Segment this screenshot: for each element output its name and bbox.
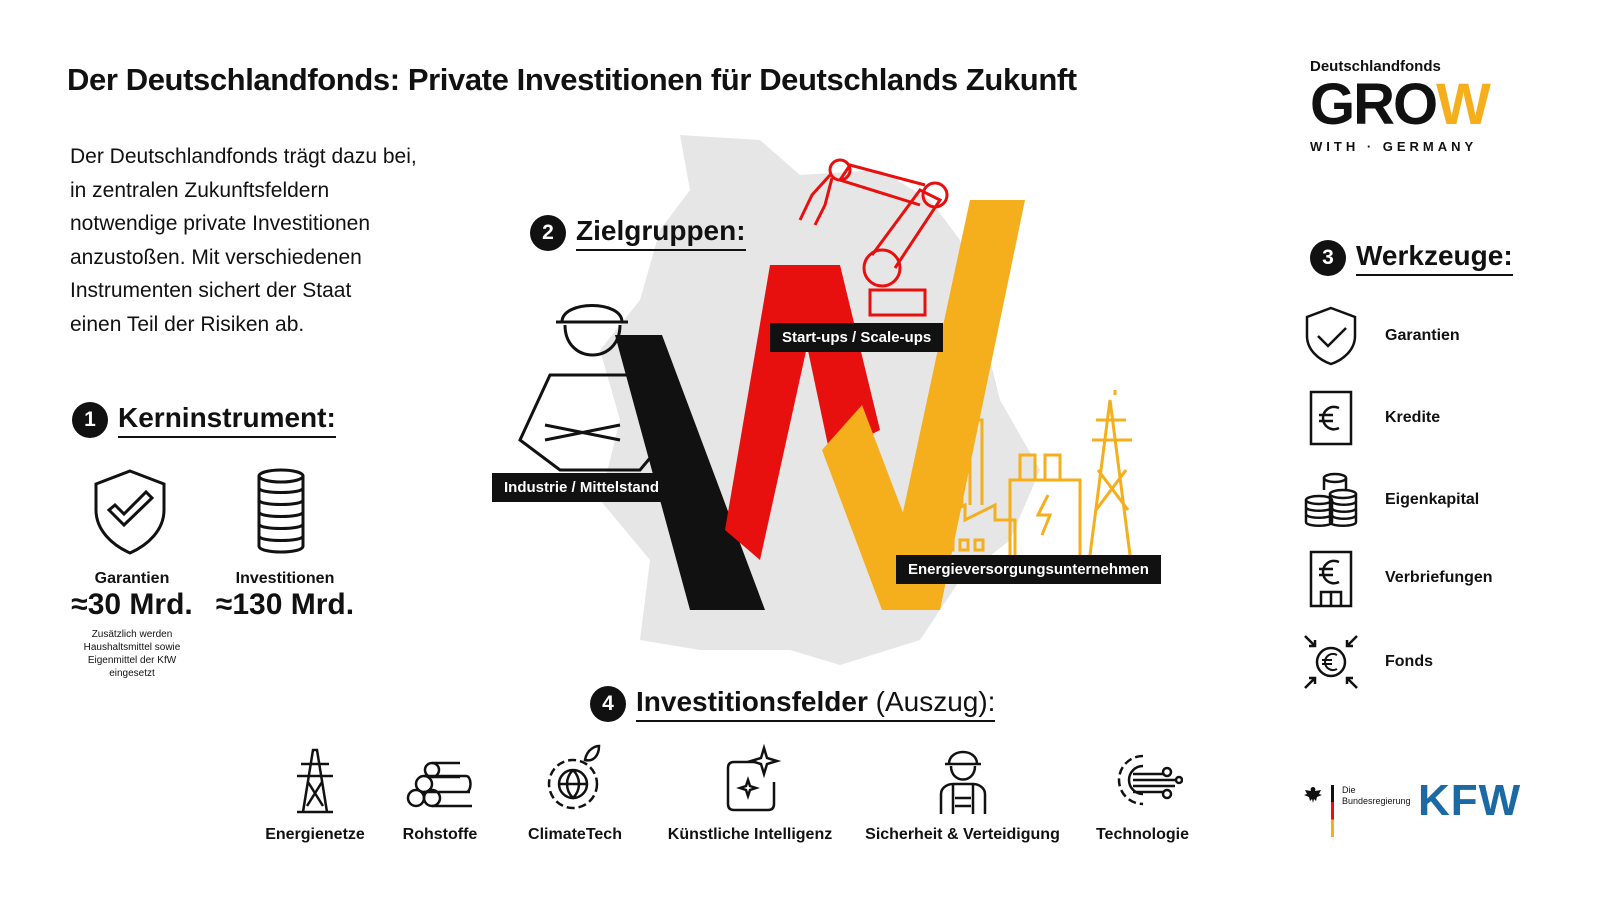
- tool-eigenkapital: Eigenkapital: [1303, 470, 1479, 530]
- securities-icon: [1309, 550, 1353, 608]
- tool-verbriefungen: Verbriefungen: [1303, 548, 1493, 608]
- logo-top: Deutschlandfonds: [1310, 58, 1441, 75]
- shield-check-icon: [1305, 306, 1357, 366]
- w-gold-up-stroke: [882, 200, 1025, 610]
- section-title: Zielgruppen:: [576, 215, 746, 251]
- field-rohstoffe: Rohstoffe: [385, 742, 495, 844]
- section-werkzeuge: 3 Werkzeuge:: [1310, 240, 1513, 276]
- eagle-icon: [1304, 787, 1322, 803]
- field-sicherheit: Sicherheit & Verteidigung: [855, 742, 1070, 844]
- tool-label: Eigenkapital: [1385, 491, 1480, 508]
- ai-sparkle-icon: [726, 743, 782, 812]
- power-pylon-icon: [297, 748, 333, 814]
- tool-label: Fonds: [1385, 653, 1433, 670]
- section-number: 2: [530, 215, 566, 251]
- tech-gear-icon: [1117, 754, 1183, 806]
- section-title: Werkzeuge:: [1356, 240, 1513, 276]
- field-ki: Künstliche Intelligenz: [655, 742, 845, 844]
- field-label: Sicherheit & Verteidigung: [865, 826, 1060, 843]
- field-technologie: Technologie: [1085, 742, 1200, 844]
- intro-line: Der Deutschlandfonds trägt dazu bei,: [70, 145, 417, 168]
- section-title: Kerninstrument:: [118, 402, 336, 438]
- intro-line: notwendige private Investitionen: [70, 212, 371, 235]
- intro-line: anzustoßen. Mit verschiedenen: [70, 245, 362, 269]
- tool-fonds: Fonds: [1303, 632, 1433, 692]
- tool-kredite: Kredite: [1303, 388, 1440, 448]
- tool-label: Verbriefungen: [1385, 569, 1493, 586]
- energy-plant-icon: [933, 390, 1132, 556]
- field-label: Künstliche Intelligenz: [667, 826, 833, 843]
- section-zielgruppen: 2 Zielgruppen:: [530, 215, 746, 251]
- kern-label: Investitionen: [235, 570, 335, 587]
- section-number: 4: [590, 686, 626, 722]
- kern-value: ≈30 Mrd.: [71, 588, 193, 621]
- field-label: Rohstoffe: [402, 826, 478, 843]
- kern-note: Zusätzlich werden Haushaltsmittel sowie …: [83, 629, 181, 679]
- tool-garantien: Garantien: [1303, 306, 1460, 366]
- target-group-tag: Energieversorgungsunternehmen: [896, 555, 1161, 584]
- intro-line: in zentralen Zukunftsfeldern: [70, 178, 330, 202]
- intro-text: Der Deutschlandfonds trägt dazu bei, in …: [70, 140, 540, 341]
- robot-arm-icon: [798, 158, 949, 317]
- soldier-icon: [939, 750, 986, 814]
- intro-line: einen Teil der Risiken ab.: [70, 312, 305, 336]
- section-number: 3: [1310, 240, 1346, 276]
- kern-label: Garantien: [94, 570, 170, 587]
- section-title: Investitionsfelder: [636, 686, 868, 717]
- field-energienetze: Energienetze: [255, 742, 375, 844]
- field-climatetech: ClimateTech: [515, 742, 635, 844]
- kern-value: ≈130 Mrd.: [215, 588, 355, 621]
- intro-line: Instrumenten sichert der Staat: [70, 279, 352, 302]
- field-label: Technologie: [1095, 826, 1190, 843]
- section-kerninstrument: 1 Kerninstrument:: [72, 402, 336, 438]
- section-number: 1: [72, 402, 108, 438]
- tool-label: Garantien: [1385, 327, 1460, 344]
- flag-bar: [1331, 785, 1334, 837]
- gear-globe-leaf-icon: [547, 744, 601, 810]
- field-label: ClimateTech: [528, 826, 622, 843]
- target-group-tag: Start-ups / Scale-ups: [770, 323, 944, 352]
- grow-logo: Deutschlandfonds GROW WITH · GERMANY: [1310, 58, 1491, 154]
- section-title-suffix: (Auszug):: [875, 686, 996, 717]
- coin-stack-icon: [257, 468, 305, 554]
- logo-sub: WITH · GERMANY: [1310, 139, 1478, 154]
- tool-label: Kredite: [1385, 409, 1441, 426]
- gov-text: Die: [1342, 785, 1356, 795]
- target-group-tag: Industrie / Mittelstand: [492, 473, 672, 502]
- euro-funds-icon: [1304, 635, 1358, 689]
- euro-document-icon: [1309, 390, 1353, 446]
- coins-icon: [1304, 472, 1358, 527]
- worker-icon: [518, 304, 667, 472]
- field-label: Energienetze: [265, 826, 365, 843]
- w-graphic: [518, 135, 1132, 665]
- logo-main: GRO: [1310, 72, 1438, 137]
- logo-w: W: [1436, 72, 1491, 137]
- w-black-stroke: [615, 335, 765, 610]
- kfw-logo: KFW: [1418, 776, 1522, 825]
- w-red-down-stroke: [790, 265, 880, 455]
- page-title: Der Deutschlandfonds: Private Investitio…: [67, 62, 1077, 97]
- shield-check-icon: [94, 469, 166, 555]
- raw-materials-icon: [406, 761, 472, 808]
- section-investitionsfelder: 4 Investitionsfelder (Auszug):: [590, 686, 996, 722]
- gov-text: Bundesregierung: [1342, 796, 1411, 806]
